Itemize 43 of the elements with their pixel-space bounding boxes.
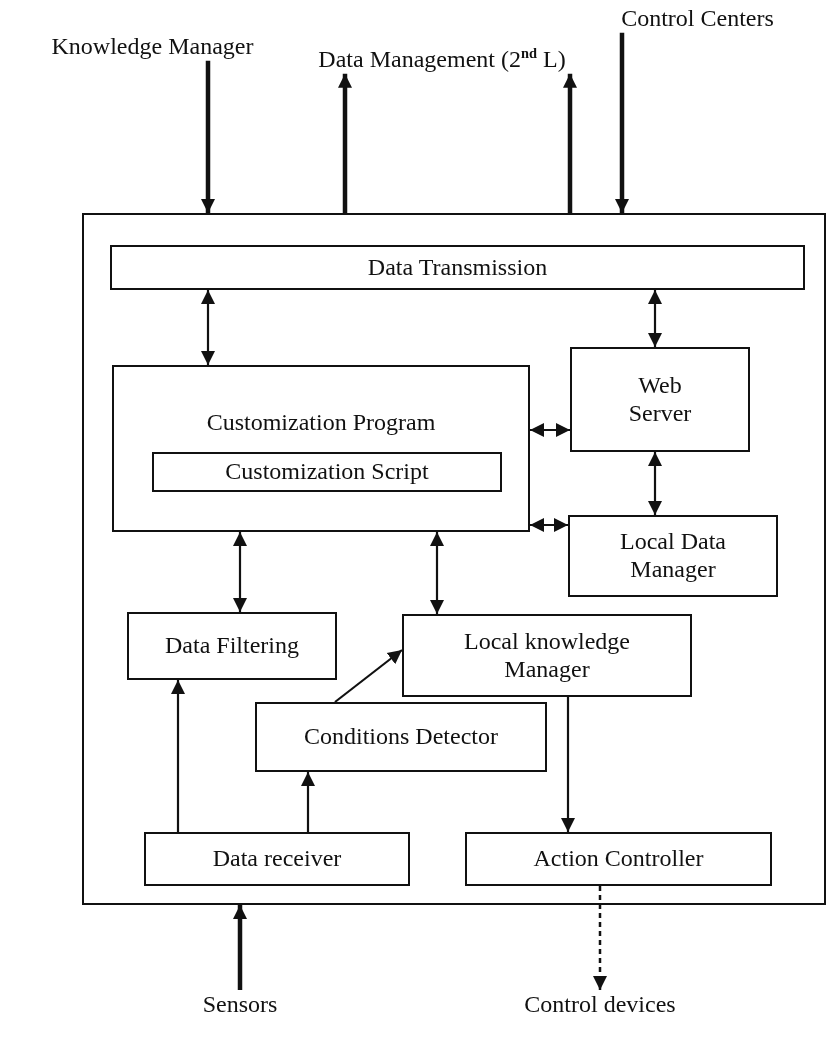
endpoint-label: Control Centers: [590, 4, 805, 33]
arrow: [615, 32, 629, 213]
process-box: [402, 614, 692, 697]
process-box: [152, 452, 502, 492]
process-box: [465, 832, 772, 886]
arrow: [530, 423, 570, 437]
box-label: Customization Script: [225, 458, 429, 486]
arrow: [233, 905, 247, 990]
arrow: [233, 532, 247, 612]
arrow: [563, 73, 577, 213]
box-label: Web Server: [627, 371, 693, 428]
box-label: Data receiver: [212, 845, 342, 873]
process-box: [127, 612, 337, 680]
endpoint-label: Control devices: [480, 990, 720, 1019]
arrow: [201, 60, 215, 213]
endpoint-label: Sensors: [165, 990, 315, 1019]
arrow: [648, 290, 662, 347]
arrow: [530, 518, 568, 532]
box-label: Conditions Detector: [304, 723, 498, 751]
arrow: [334, 649, 403, 703]
box-label: Local knowledge Manager: [463, 627, 631, 684]
process-box: [568, 515, 778, 597]
container-box: [112, 365, 530, 532]
arrow: [561, 697, 575, 832]
dashed-arrow: [593, 886, 607, 990]
arrow: [648, 452, 662, 515]
endpoint-label: Data Management (2$^{nd}$ L): [292, 45, 592, 74]
process-box: [255, 702, 547, 772]
arrow: [430, 532, 444, 614]
box-label: Data Transmission: [367, 253, 548, 282]
box-label: Local Data Manager: [619, 528, 727, 584]
arrow: [301, 772, 315, 832]
box-label: Data Filtering: [165, 632, 299, 660]
box-label: Action Controller: [533, 845, 704, 873]
box-label: Customization Program: [206, 409, 436, 437]
process-box: [144, 832, 410, 886]
endpoint-label: Knowledge Manager: [15, 32, 290, 61]
arrow: [338, 73, 352, 213]
process-box: [570, 347, 750, 452]
arrow: [171, 680, 185, 832]
arrow: [201, 290, 215, 365]
system-boundary: [82, 213, 826, 905]
process-box: [110, 245, 805, 290]
